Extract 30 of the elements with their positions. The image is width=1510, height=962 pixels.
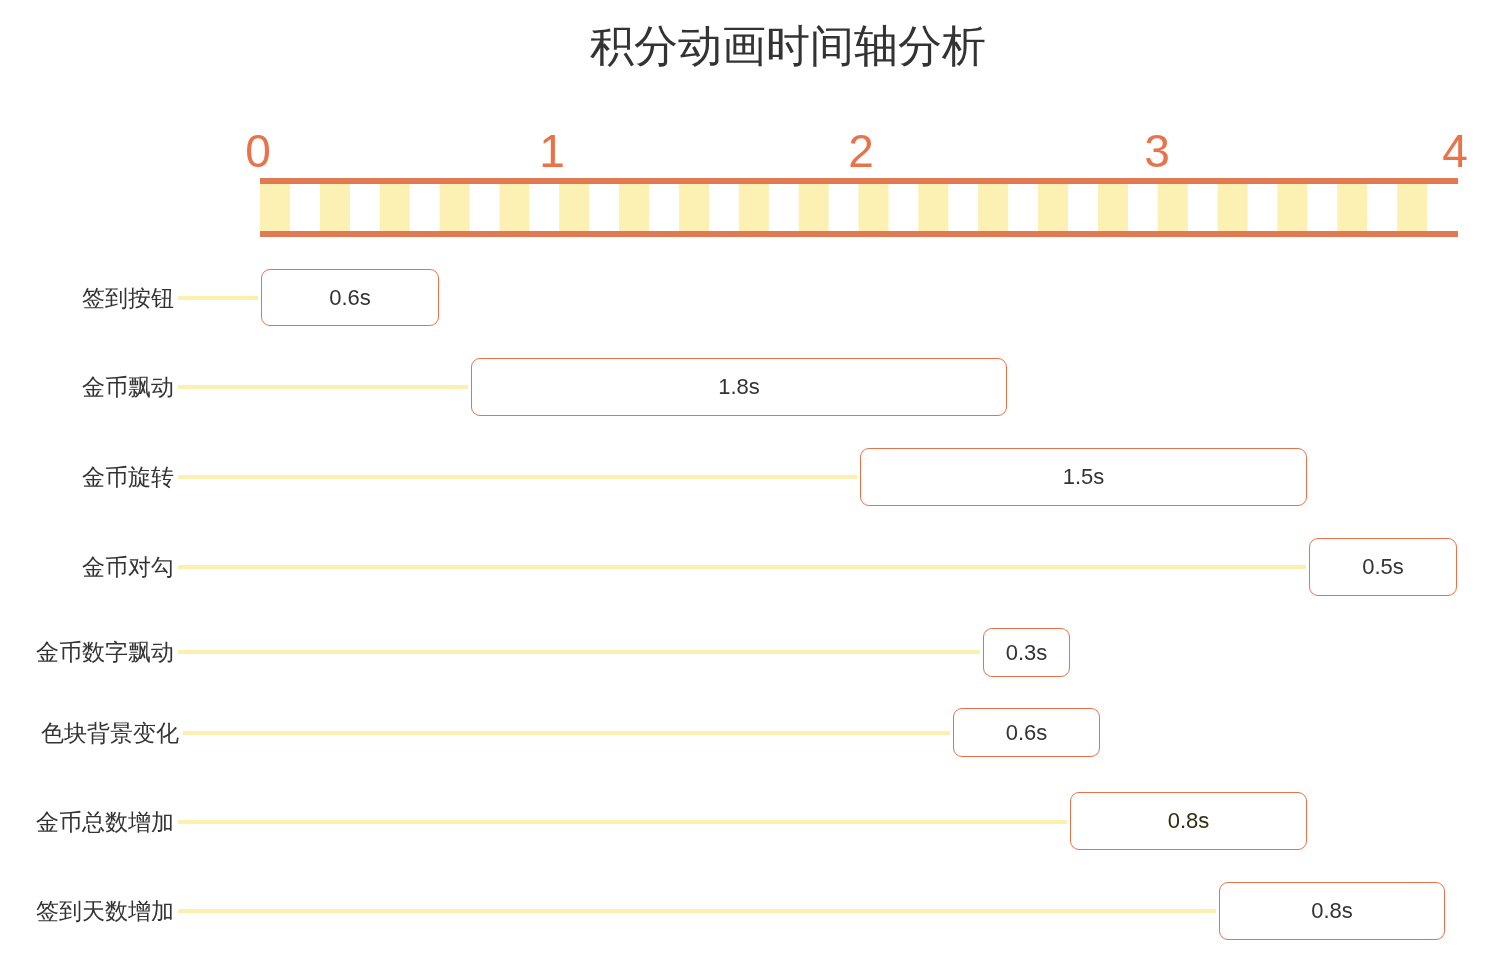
connector-line (178, 385, 468, 389)
connector-line (178, 909, 1216, 913)
animation-name-label: 金币旋转 (82, 462, 174, 492)
axis-tick-label: 1 (539, 128, 565, 174)
connector-line (178, 820, 1067, 824)
animation-name-label: 金币飘动 (82, 372, 174, 402)
chart-title: 积分动画时间轴分析 (590, 20, 986, 72)
duration-box: 0.3s (983, 628, 1070, 677)
connector-line (178, 650, 980, 654)
connector-line (178, 296, 258, 300)
connector-line (178, 475, 857, 479)
animation-name-label: 签到按钮 (82, 283, 174, 313)
animation-name-label: 签到天数增加 (36, 896, 174, 926)
connector-line (183, 731, 950, 735)
animation-name-label: 色块背景变化 (41, 718, 179, 748)
duration-box: 1.8s (471, 358, 1007, 416)
duration-box: 1.5s (860, 448, 1307, 506)
duration-box: 0.8s (1219, 882, 1445, 940)
axis-tick-label: 3 (1144, 128, 1170, 174)
duration-box: 0.6s (953, 708, 1100, 757)
duration-box: 0.6s (261, 269, 439, 326)
animation-name-label: 金币总数增加 (36, 807, 174, 837)
duration-box: 0.5s (1309, 538, 1457, 596)
animation-name-label: 金币对勾 (82, 552, 174, 582)
axis-tick-label: 4 (1442, 128, 1468, 174)
axis-tick-label: 0 (245, 128, 271, 174)
animation-name-label: 金币数字飘动 (36, 637, 174, 667)
duration-box: 0.8s (1070, 792, 1307, 850)
axis-tick-label: 2 (848, 128, 874, 174)
connector-line (178, 565, 1306, 569)
